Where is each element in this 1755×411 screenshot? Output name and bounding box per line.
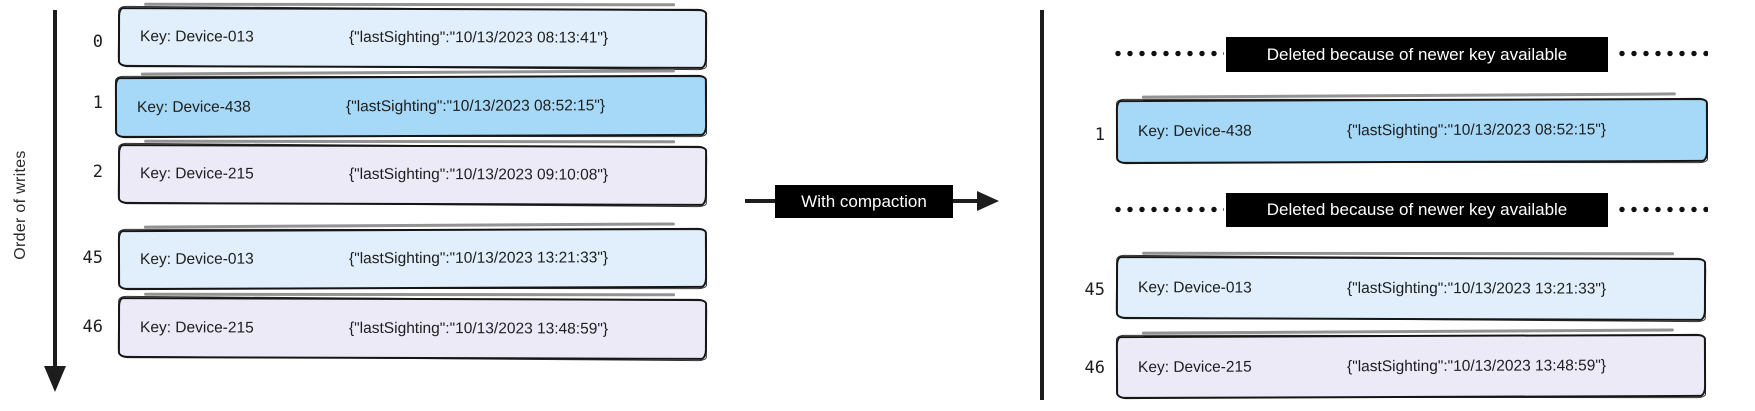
order-of-writes-label: Order of writes bbox=[12, 150, 29, 260]
record-value: {"lastSighting":"10/13/2023 08:13:41"} bbox=[348, 28, 609, 47]
record-key: Key: Device-013 bbox=[139, 28, 254, 46]
with-compaction-label: With compaction bbox=[775, 185, 953, 218]
row-index: 0 bbox=[92, 32, 103, 52]
log-record: Key: Device-215 {"lastSighting":"10/13/2… bbox=[117, 144, 708, 206]
record-value: {"lastSighting":"10/13/2023 08:52:15"} bbox=[345, 96, 606, 115]
log-record: Key: Device-013 {"lastSighting":"10/13/2… bbox=[117, 227, 708, 291]
deleted-label: Deleted because of newer key available bbox=[1226, 193, 1608, 227]
record-key: Key: Device-215 bbox=[139, 318, 254, 337]
order-of-writes-axis-line bbox=[53, 10, 57, 368]
dotted-line bbox=[1112, 50, 1224, 57]
row-index: 1 bbox=[1094, 125, 1105, 145]
row-index: 2 bbox=[92, 162, 103, 182]
dotted-line bbox=[1112, 206, 1224, 213]
row-index: 46 bbox=[1084, 358, 1105, 378]
log-record: Key: Device-215 {"lastSighting":"10/13/2… bbox=[117, 297, 708, 360]
record-value: {"lastSighting":"10/13/2023 13:48:59"} bbox=[1346, 356, 1607, 375]
log-record: Key: Device-013 {"lastSighting":"10/13/2… bbox=[1115, 256, 1707, 321]
deleted-label: Deleted because of newer key available bbox=[1226, 37, 1608, 72]
row-index: 45 bbox=[82, 248, 103, 268]
record-key: Key: Device-013 bbox=[139, 250, 254, 269]
record-key: Key: Device-215 bbox=[139, 165, 254, 183]
dotted-line bbox=[1616, 50, 1708, 57]
log-record: Key: Device-438 {"lastSighting":"10/13/2… bbox=[114, 74, 708, 139]
row-index: 1 bbox=[92, 93, 103, 113]
right-arrowhead-icon bbox=[977, 191, 999, 211]
record-value: {"lastSighting":"10/13/2023 09:10:08"} bbox=[348, 165, 609, 184]
row-index: 45 bbox=[1084, 280, 1105, 300]
log-record: Key: Device-013 {"lastSighting":"10/13/2… bbox=[117, 7, 708, 69]
record-value: {"lastSighting":"10/13/2023 13:21:33"} bbox=[1346, 279, 1607, 298]
dotted-line bbox=[1616, 206, 1708, 213]
log-record: Key: Device-215 {"lastSighting":"10/13/2… bbox=[1115, 333, 1707, 400]
down-arrowhead-icon bbox=[44, 366, 66, 392]
record-value: {"lastSighting":"10/13/2023 13:21:33"} bbox=[348, 249, 609, 268]
row-index: 46 bbox=[82, 317, 103, 337]
record-key: Key: Device-438 bbox=[1137, 122, 1252, 141]
record-key: Key: Device-438 bbox=[136, 98, 251, 116]
record-key: Key: Device-013 bbox=[1137, 278, 1252, 296]
record-key: Key: Device-215 bbox=[1137, 358, 1252, 376]
record-value: {"lastSighting":"10/13/2023 13:48:59"} bbox=[348, 319, 609, 338]
record-value: {"lastSighting":"10/13/2023 08:52:15"} bbox=[1346, 121, 1607, 140]
compacted-segment-line bbox=[1040, 10, 1044, 400]
log-record: Key: Device-438 {"lastSighting":"10/13/2… bbox=[1115, 97, 1709, 165]
